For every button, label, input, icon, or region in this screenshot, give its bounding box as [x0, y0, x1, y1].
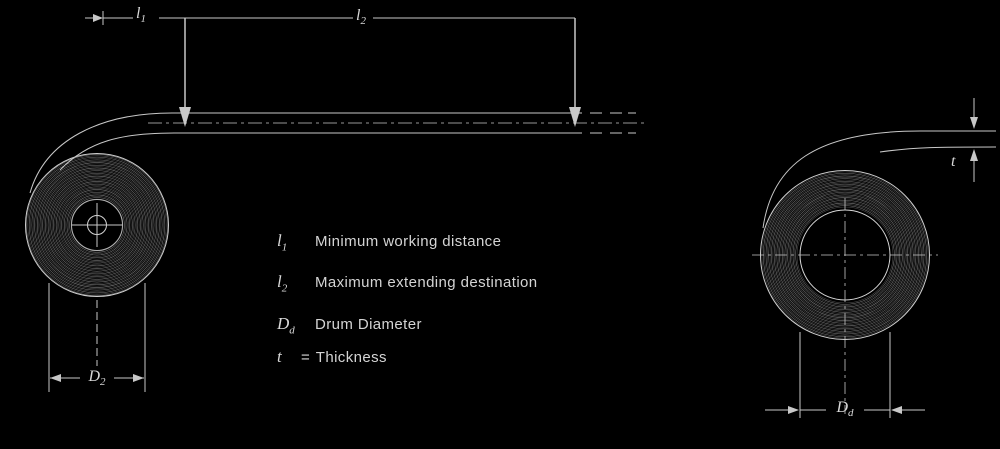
left-arrowhead	[891, 406, 902, 414]
legend-label-l1: Minimum working distance	[315, 233, 502, 250]
left-arrowhead	[50, 374, 61, 382]
support-arrow-left	[179, 18, 191, 127]
top-dimension	[85, 11, 575, 25]
left-coil-centerlines	[72, 203, 122, 366]
legend-symbol-l2: l2	[277, 272, 288, 295]
dim-label-d2: D2	[88, 368, 106, 389]
down-arrowhead	[970, 117, 978, 129]
drum-diameter-dimension	[765, 332, 925, 418]
thickness-dimension	[970, 98, 978, 182]
legend-label-l2: Maximum extending destination	[315, 274, 538, 291]
legend-symbol-l1: l1	[277, 231, 288, 254]
right-arrowhead	[133, 374, 144, 382]
down-arrowhead	[179, 107, 191, 127]
legend-item-l2: l2 Maximum extending destination	[277, 272, 538, 294]
legend-label-t: Thickness	[315, 349, 387, 366]
right-strip-peel	[762, 130, 997, 229]
dim-label-t: t	[951, 153, 956, 170]
legend-symbol-t: t	[277, 347, 282, 366]
up-arrowhead	[970, 149, 978, 161]
legend-label-dd: Drum Diameter	[315, 316, 422, 333]
dim-label-l1: l1	[136, 5, 146, 26]
left-coil-diameter-dimension	[48, 283, 146, 392]
legend-item-dd: Dd Drum Diameter	[277, 314, 422, 336]
legend-item-t: t = Thickness	[277, 347, 387, 369]
down-arrowhead	[569, 107, 581, 127]
legend-symbol-dd: Dd	[277, 314, 295, 337]
dim-label-l2: l2	[356, 7, 366, 28]
left-coil-spiral	[26, 154, 168, 296]
left-arrowhead	[93, 14, 103, 22]
dim-label-dd: Dd	[836, 399, 854, 420]
right-coil-centerlines	[752, 198, 938, 414]
support-arrow-right	[569, 18, 581, 127]
strip	[29, 112, 648, 194]
legend-separator: =	[301, 349, 310, 366]
right-arrowhead	[788, 406, 799, 414]
legend-item-l1: l1 Minimum working distance	[277, 231, 501, 253]
